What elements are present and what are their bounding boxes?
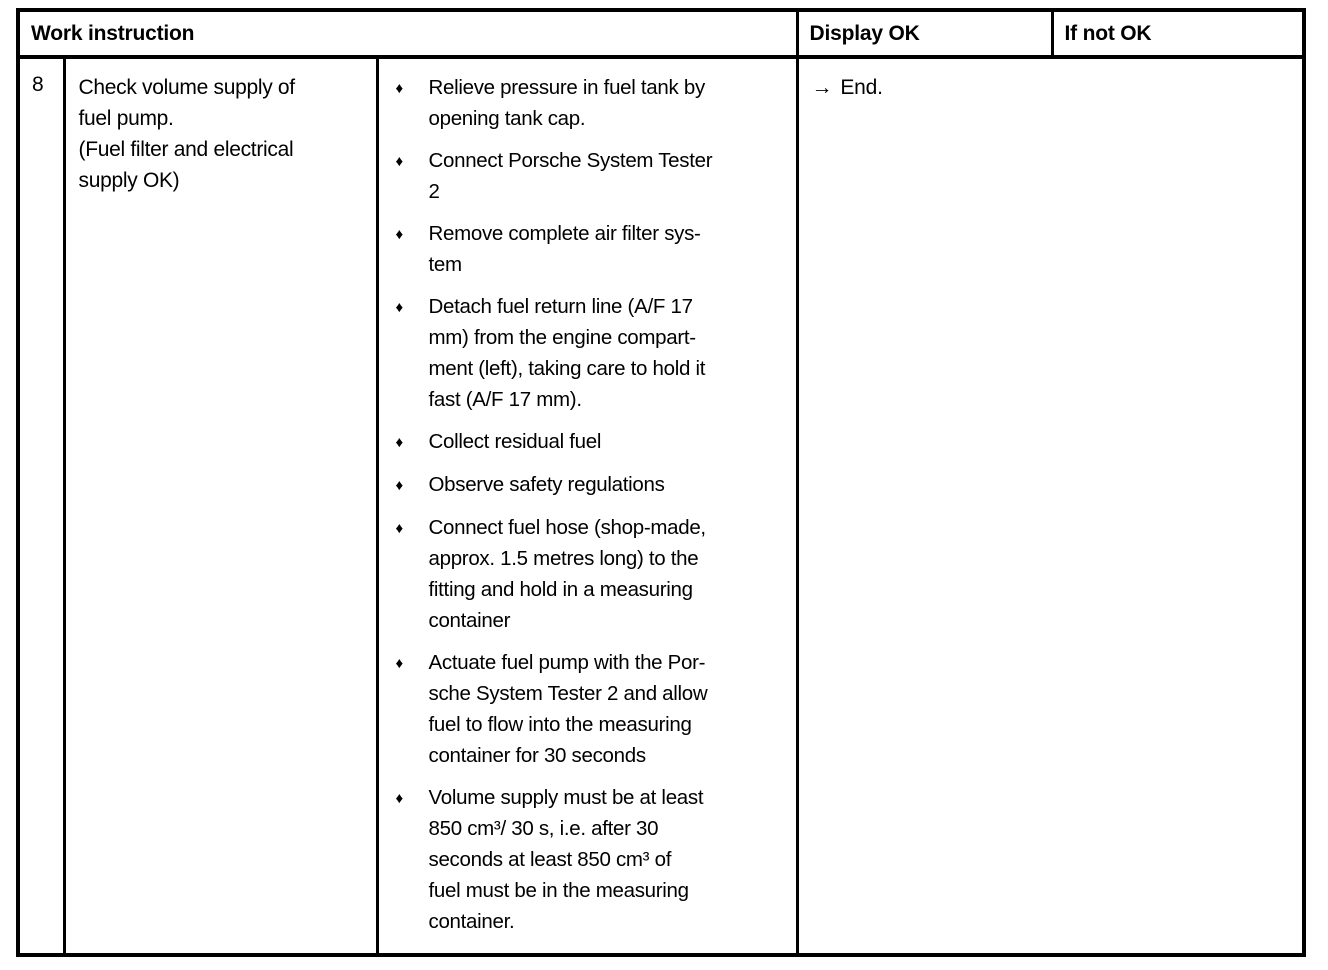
list-item: ♦ Detach fuel return line (A/F 17 mm) fr… [396, 291, 790, 415]
instruction-text: Volume supply must be at least 850 cm³/ … [428, 786, 704, 933]
step-number: 8 [16, 55, 66, 957]
right-arrow-icon: → [811, 76, 833, 99]
list-item: ♦ Connect fuel hose (shop-made, approx. … [396, 512, 790, 636]
instruction-text: Relieve pressure in fuel tank by opening… [428, 76, 706, 130]
column-header-display-ok: Display OK [795, 8, 1054, 59]
list-item: ♦ Connect Porsche System Tester 2 [396, 145, 790, 207]
diamond-bullet-icon: ♦ [395, 80, 404, 97]
diamond-bullet-icon: ♦ [395, 790, 404, 807]
instruction-text: Remove complete air filter sys- tem [428, 222, 701, 276]
diamond-bullet-icon: ♦ [395, 477, 404, 494]
instruction-text: Collect residual fuel [428, 430, 602, 453]
instruction-text: Detach fuel return line (A/F 17 mm) from… [428, 295, 706, 411]
instruction-text: Observe safety regulations [428, 473, 665, 496]
instruction-list: ♦ Relieve pressure in fuel tank by openi… [375, 55, 799, 957]
column-header-if-not-ok: If not OK [1050, 8, 1306, 59]
list-item: ♦ Volume supply must be at least 850 cm³… [396, 782, 790, 937]
list-item: ♦ Collect residual fuel [396, 426, 790, 458]
table-row: 8 Check volume supply of fuel pump. (Fue… [16, 55, 1306, 957]
diamond-bullet-icon: ♦ [395, 434, 404, 451]
work-instruction-table: Work instruction Display OK If not OK 8 … [16, 8, 1307, 957]
table-header-row: Work instruction Display OK If not OK [16, 8, 1306, 59]
instruction-text: Actuate fuel pump with the Por- sche Sys… [428, 651, 708, 767]
diamond-bullet-icon: ♦ [395, 226, 404, 243]
instruction-text: Connect Porsche System Tester 2 [428, 149, 713, 203]
result-text: End. [840, 76, 883, 99]
list-item: ♦ Observe safety regulations [396, 469, 790, 501]
list-item: ♦ Relieve pressure in fuel tank by openi… [396, 72, 790, 134]
list-item: ♦ Remove complete air filter sys- tem [396, 218, 790, 280]
diamond-bullet-icon: ♦ [395, 655, 404, 672]
instruction-text: Connect fuel hose (shop-made, approx. 1.… [428, 516, 707, 632]
column-header-work-instruction: Work instruction [16, 8, 799, 59]
task-description: Check volume supply of fuel pump. (Fuel … [62, 55, 379, 957]
list-item: ♦ Actuate fuel pump with the Por- sche S… [396, 647, 790, 771]
diamond-bullet-icon: ♦ [395, 153, 404, 170]
diamond-bullet-icon: ♦ [395, 520, 404, 537]
diamond-bullet-icon: ♦ [395, 299, 404, 316]
display-ok-result-cell: → End. [795, 55, 1306, 957]
